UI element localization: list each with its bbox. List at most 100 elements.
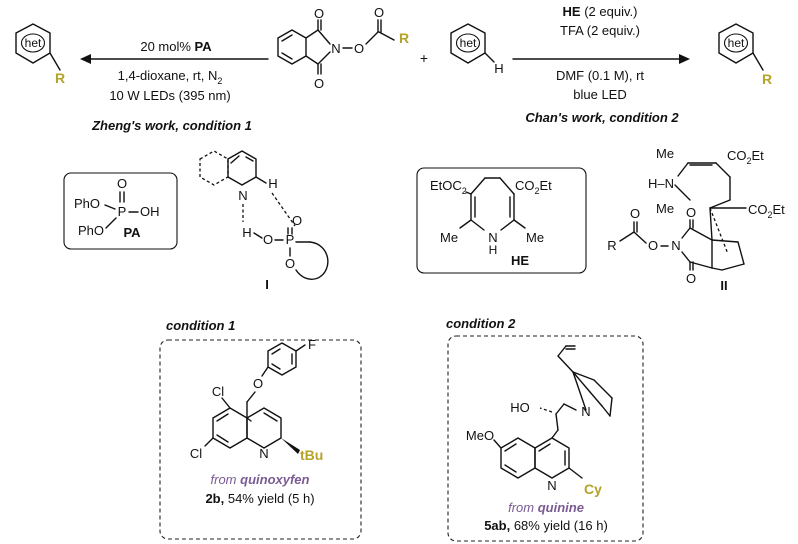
het-arene: het H xyxy=(450,23,504,76)
svg-text:20 mol% PA: 20 mol% PA xyxy=(140,39,212,54)
svg-text:CO2Et: CO2Et xyxy=(748,202,785,220)
int-i-label: I xyxy=(265,277,269,292)
he-left-ester-c: C xyxy=(452,178,461,193)
int-i-n: N xyxy=(238,188,247,203)
c1-cl-top: Cl xyxy=(212,384,224,399)
int-ii-o-acyl: O xyxy=(630,206,640,221)
left-product: het R xyxy=(15,23,65,86)
het-arene-h: H xyxy=(494,61,503,76)
int-i-o2: O xyxy=(285,256,295,271)
nhpi-o-link: O xyxy=(354,41,364,56)
c1-yield: 54% yield (5 h) xyxy=(224,491,314,506)
c1-o: O xyxy=(253,376,263,391)
pa-oh: OH xyxy=(140,204,160,219)
int-ii-o-top: O xyxy=(686,205,696,220)
plus-sign: + xyxy=(420,50,428,66)
int-ii-co2et-mid: CO xyxy=(748,202,768,217)
he-right-ester: CO xyxy=(515,178,535,193)
nhpi-o-ester: O xyxy=(374,5,384,20)
int-ii-o-bottom: O xyxy=(686,271,696,286)
int-ii-co2et-top-sub: 2 xyxy=(747,156,752,166)
int-ii-co2et-mid-et: Et xyxy=(773,202,786,217)
pa-pho-bottom: PhO xyxy=(78,223,104,238)
condition2-heading: condition 2 xyxy=(446,316,516,331)
left-arrow: 20 mol% PA 1,4-dioxane, rt, N2 10 W LEDs… xyxy=(80,39,269,133)
int-ii-me-top: Me xyxy=(656,146,674,161)
int-ii-n: N xyxy=(671,238,680,253)
left-product-r-label: R xyxy=(55,70,65,86)
he-me-right: Me xyxy=(526,230,544,245)
pa-name: PA xyxy=(123,225,141,240)
c2-n-bridge: N xyxy=(581,404,590,419)
int-ii-o-link: O xyxy=(648,238,658,253)
right-product-r-label: R xyxy=(762,71,772,87)
left-product-ring-label: het xyxy=(25,36,42,50)
left-arrow-line2-sub: 2 xyxy=(217,76,222,86)
nhpi-o-top: O xyxy=(314,6,324,21)
int-ii-r: R xyxy=(607,238,616,253)
c1-n: N xyxy=(259,446,268,461)
right-arrow-line1: (2 equiv.) xyxy=(581,4,638,19)
right-arrow-line3: DMF (0.1 M), rt xyxy=(556,68,644,83)
right-arrow-line2: TFA (2 equiv.) xyxy=(560,23,640,38)
c2-ho: HO xyxy=(510,400,530,415)
pa-o-double: O xyxy=(117,176,127,191)
svg-text:CO2Et: CO2Et xyxy=(727,148,764,166)
he-me-left: Me xyxy=(440,230,458,245)
he-structure: EtOC2 CO2Et Me Me N H HE xyxy=(416,167,587,274)
intermediate-i: N H H O P O O I xyxy=(199,150,329,292)
svg-text:CO2Et: CO2Et xyxy=(515,178,552,196)
svg-text:5ab, 68% yield (16 h): 5ab, 68% yield (16 h) xyxy=(484,518,608,533)
c2-meo: MeO xyxy=(466,428,494,443)
c2-yield: 68% yield (16 h) xyxy=(510,518,608,533)
he-right-ester-et: Et xyxy=(540,178,553,193)
left-arrow-line2: 1,4-dioxane, rt, N xyxy=(118,68,218,83)
int-i-o-double: O xyxy=(292,213,302,228)
int-ii-co2et-top: CO xyxy=(727,148,747,163)
int-ii-label: II xyxy=(720,278,727,293)
int-ii-co2et-mid-sub: 2 xyxy=(768,210,773,220)
right-arrow-line4: blue LED xyxy=(573,87,626,102)
left-caption: Zheng's work, condition 1 xyxy=(91,118,252,133)
condition2-panel: condition 2 N HO MeO N Cy from quinine xyxy=(446,316,644,542)
he-right-ester-sub: 2 xyxy=(535,186,540,196)
left-arrow-catalyst: PA xyxy=(195,39,213,54)
int-ii-me-mid: Me xyxy=(656,201,674,216)
het-arene-label: het xyxy=(460,36,477,50)
c1-f: F xyxy=(308,337,316,352)
he-name: HE xyxy=(511,253,529,268)
nhpi-o-bottom: O xyxy=(314,76,324,91)
nhpi-ester: O O N O O R xyxy=(277,5,409,91)
nhpi-r: R xyxy=(399,30,409,46)
int-i-p: P xyxy=(286,232,295,247)
right-caption: Chan's work, condition 2 xyxy=(525,110,679,125)
int-i-h-top: H xyxy=(268,176,277,191)
int-ii-hn: H–N xyxy=(648,176,674,191)
c1-cl-left: Cl xyxy=(190,446,202,461)
condition1-panel: condition 1 F O Cl Cl N tBu from quinoxy… xyxy=(159,318,362,540)
c1-compound: 2b, xyxy=(205,491,224,506)
c2-source-name: quinine xyxy=(538,500,584,515)
svg-text:1,4-dioxane, rt, N2: 1,4-dioxane, rt, N2 xyxy=(118,68,223,86)
he-h: H xyxy=(489,243,498,257)
svg-text:from quinoxyfen: from quinoxyfen xyxy=(211,472,310,487)
nhpi-n: N xyxy=(331,41,340,56)
svg-text:HE (2 equiv.): HE (2 equiv.) xyxy=(563,4,638,19)
c2-n-ring: N xyxy=(547,478,556,493)
he-left-ester: EtO xyxy=(430,178,452,193)
pa-p: P xyxy=(118,204,127,219)
int-ii-co2et-top-et: Et xyxy=(752,148,765,163)
right-arrow-reagent: HE xyxy=(563,4,581,19)
he-left-ester-sub: 2 xyxy=(462,186,467,196)
c1-source-prefix: from xyxy=(211,472,241,487)
right-arrow: HE (2 equiv.) TFA (2 equiv.) DMF (0.1 M)… xyxy=(512,4,690,125)
c2-source-prefix: from xyxy=(508,500,538,515)
int-i-o1: O xyxy=(263,232,273,247)
he-n: N xyxy=(488,230,497,245)
condition1-heading: condition 1 xyxy=(166,318,235,333)
c1-source-name: quinoxyfen xyxy=(240,472,309,487)
svg-text:2b, 54% yield (5 h): 2b, 54% yield (5 h) xyxy=(205,491,314,506)
int-i-h-left: H xyxy=(242,225,251,240)
svg-text:EtOC2: EtOC2 xyxy=(430,178,467,196)
